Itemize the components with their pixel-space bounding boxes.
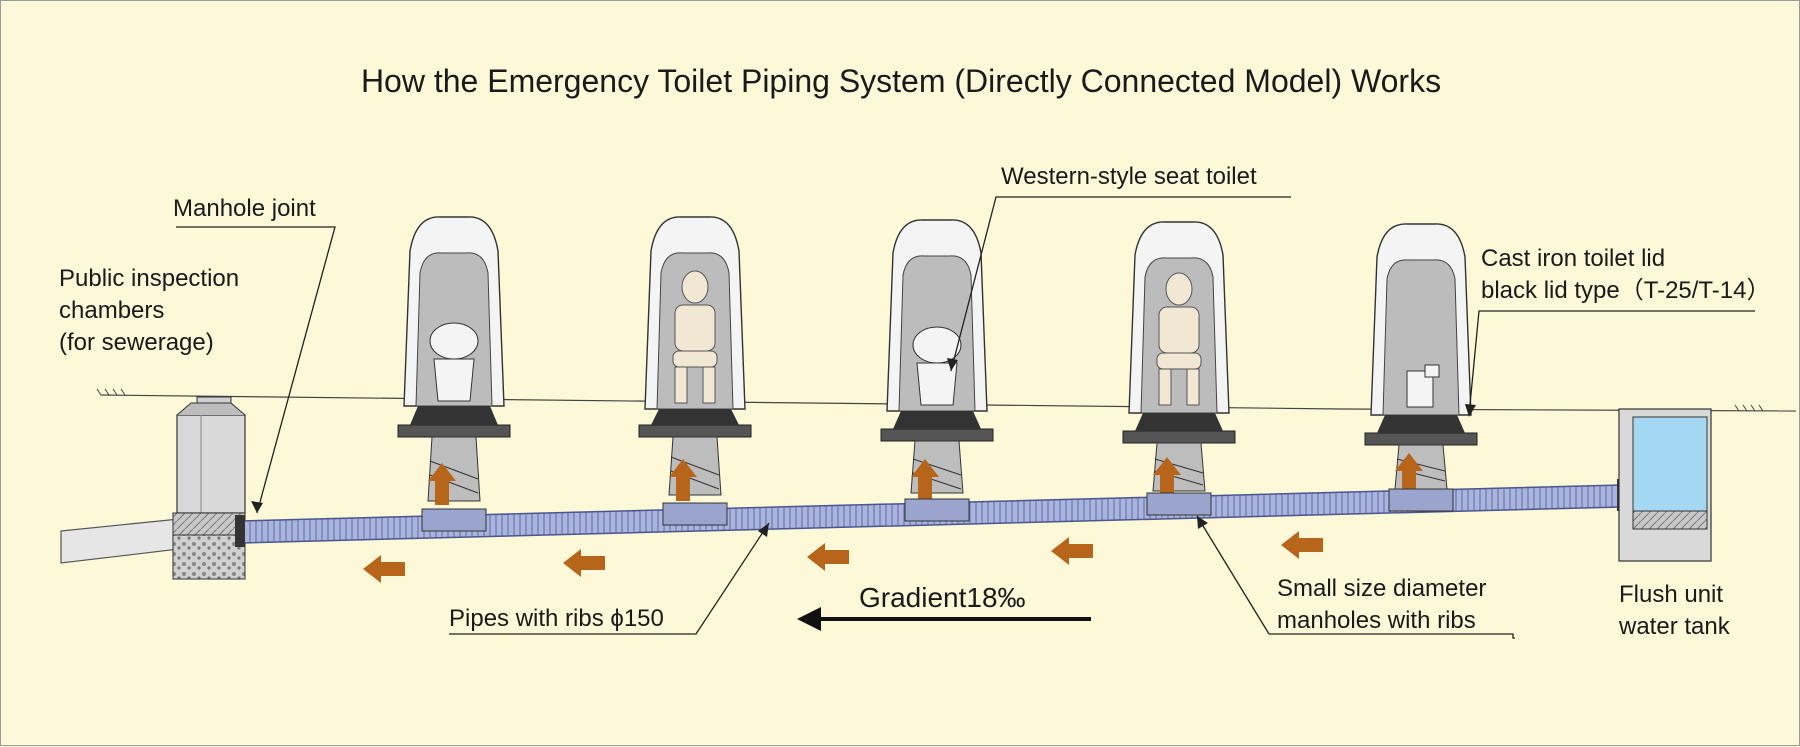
cast-iron-lid-line-1: Cast iron toilet lid <box>1481 245 1666 272</box>
toilet-unit-1 <box>397 216 511 532</box>
mannequin-icon <box>672 270 718 404</box>
small-manholes-line-2: manholes with ribs <box>1277 607 1476 634</box>
leader-lines <box>176 196 1755 639</box>
pipes-ribs-label: Pipes with ribs ϕ150 <box>449 605 664 632</box>
mannequin-icon <box>1156 272 1202 406</box>
flow-arrows <box>363 531 1323 583</box>
cast-iron-lid-label: Cast iron toilet lid black lid type（T-25… <box>1481 243 1770 307</box>
toilet-unit-3 <box>880 219 994 522</box>
flush-unit-line-2: water tank <box>1619 613 1730 640</box>
toilet-unit-4 <box>1122 221 1236 516</box>
public-inspection-label: Public inspection chambers (for sewerage… <box>59 263 239 359</box>
water-tank-icon <box>1618 408 1712 562</box>
public-inspection-line-2: chambers <box>59 297 165 324</box>
manhole-joint-label: Manhole joint <box>173 195 316 222</box>
public-inspection-line-1: Public inspection <box>59 265 240 292</box>
gradient-arrow <box>797 607 1091 631</box>
small-manholes-line-1: Small size diameter <box>1277 575 1487 602</box>
toilet-unit-2 <box>638 216 752 526</box>
public-inspection-line-3: (for sewerage) <box>59 329 214 356</box>
sewer-pipe <box>60 518 180 564</box>
small-manholes-label: Small size diameter manholes with ribs <box>1277 573 1486 637</box>
gradient-label: Gradient18‰ <box>859 582 1026 613</box>
page-title: How the Emergency Toilet Piping System (… <box>360 63 1442 99</box>
flush-unit-line-1: Flush unit <box>1619 581 1724 608</box>
western-toilet-label: Western-style seat toilet <box>1001 163 1257 190</box>
inspection-chamber-icon <box>172 396 246 580</box>
cast-iron-lid-line-2: black lid type（T-25/T-14） <box>1481 277 1771 304</box>
flush-unit-label: Flush unit water tank <box>1619 579 1730 643</box>
leader-arrowheads <box>251 358 1476 537</box>
toilet-unit-5 <box>1364 223 1478 512</box>
